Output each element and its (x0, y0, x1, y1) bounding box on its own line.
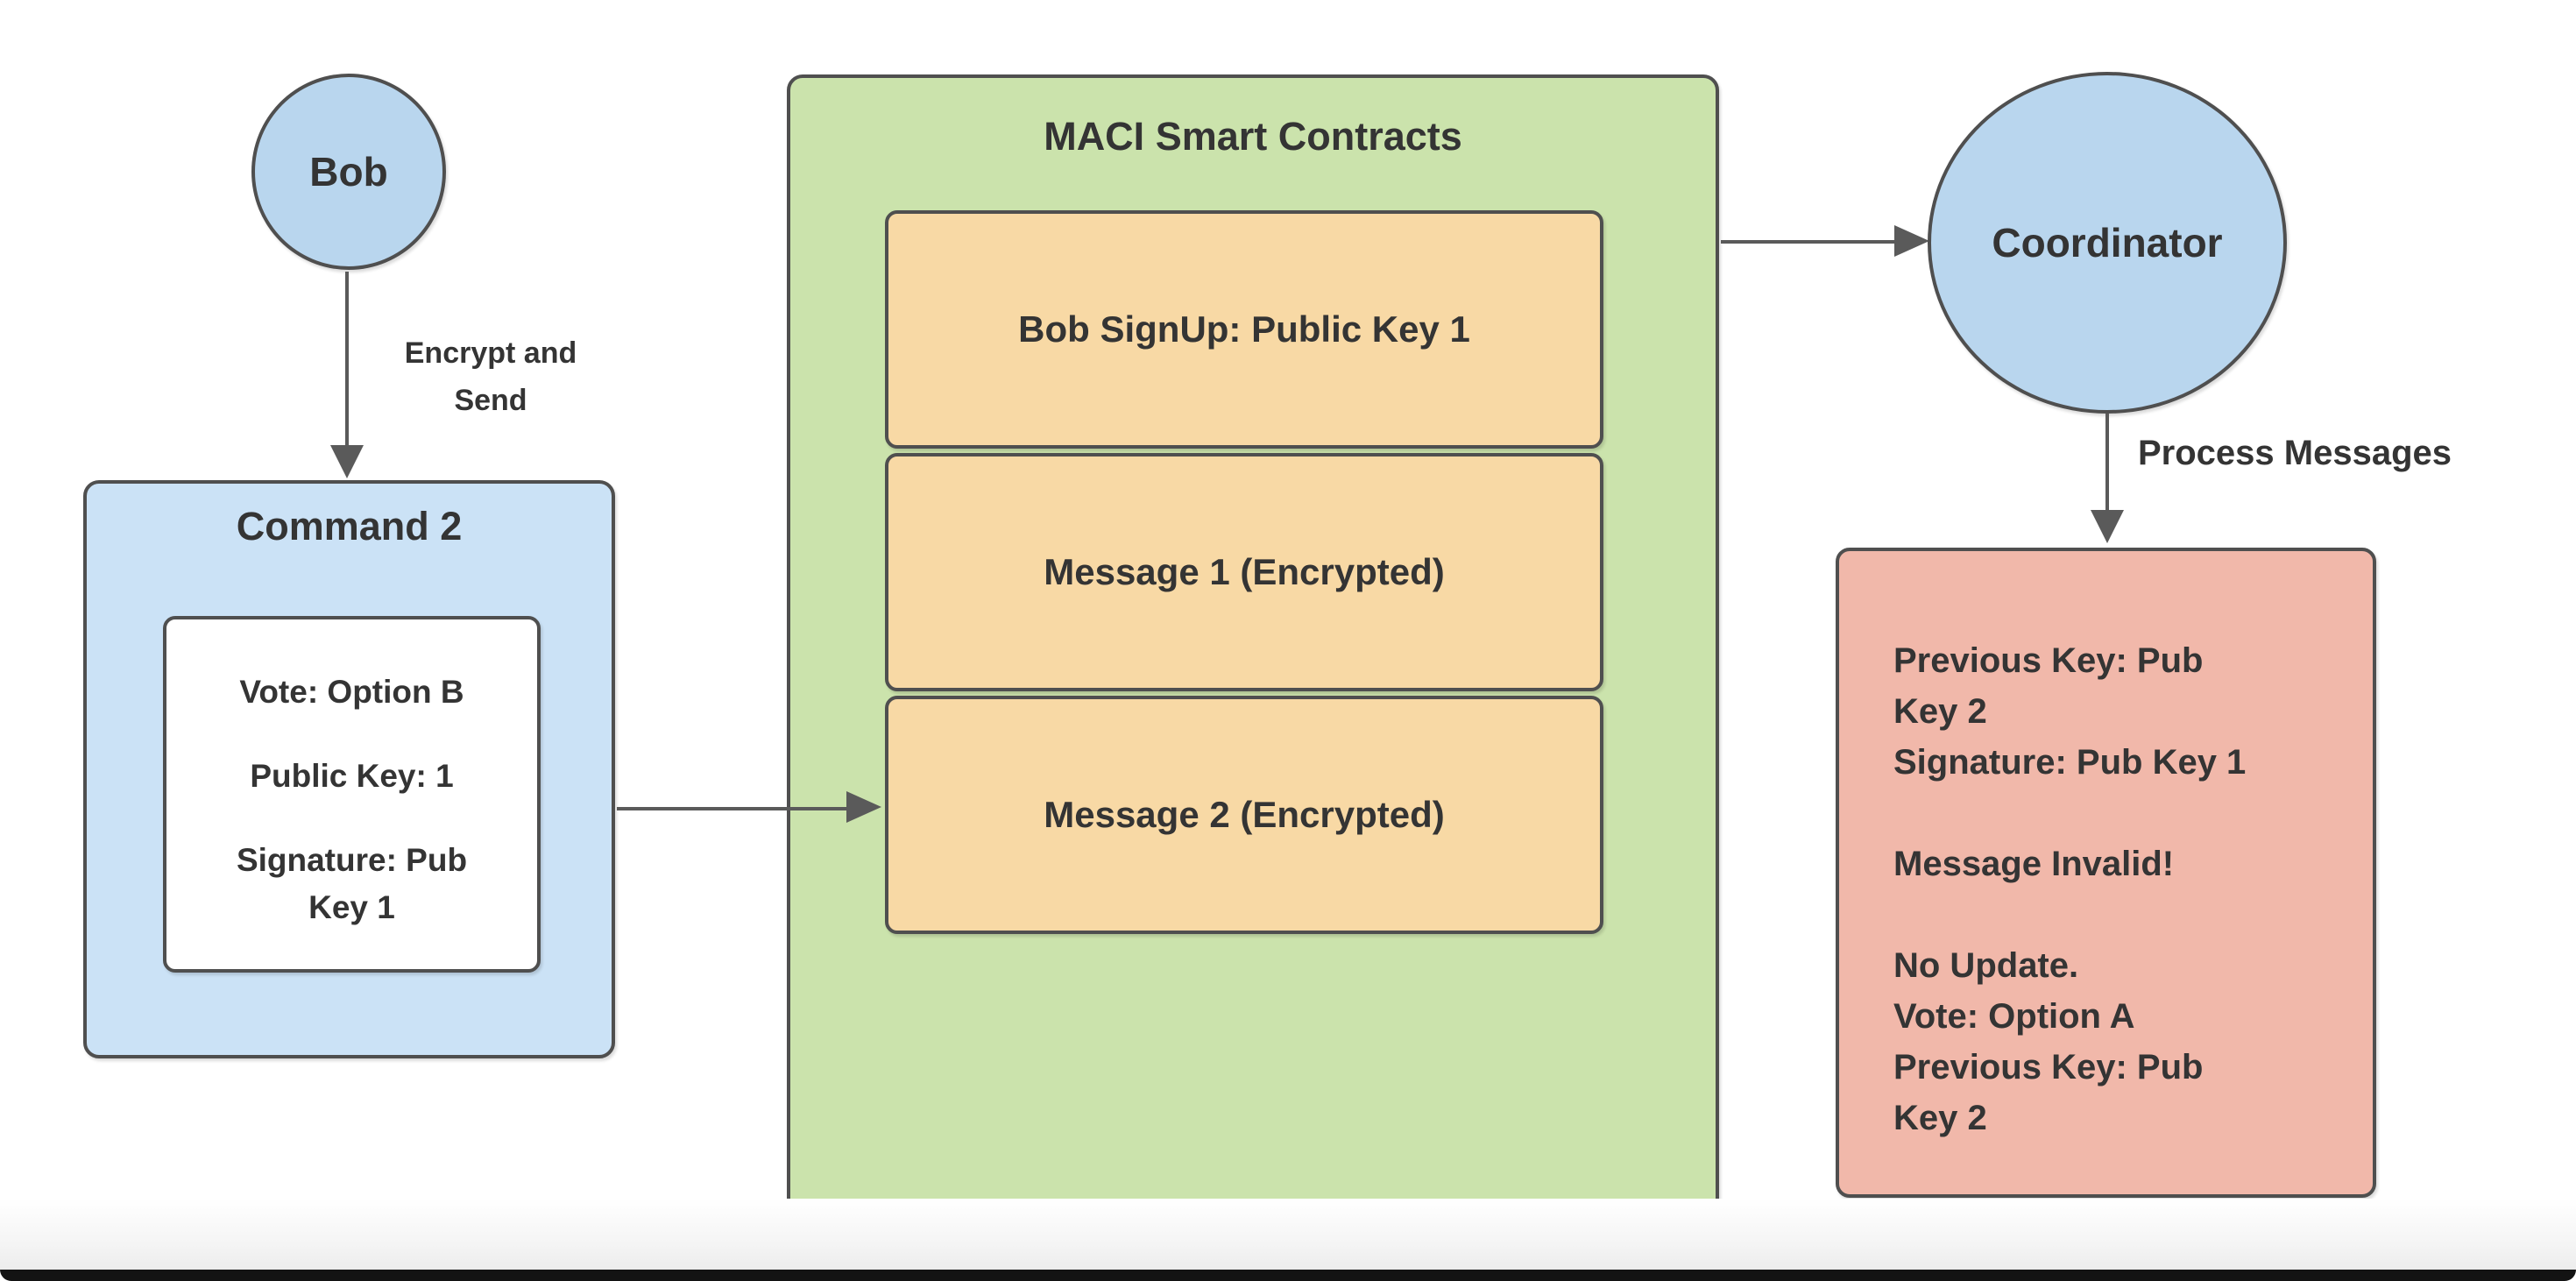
arrow-down-head-icon (2091, 510, 2124, 543)
command-line-vote: Vote: Option B (239, 674, 464, 710)
result-box: Previous Key: Pub Key 2 Signature: Pub K… (1836, 548, 2376, 1198)
arrow-encrypt-send (345, 272, 349, 447)
result-line: Previous Key: Pub (1893, 641, 2204, 680)
arrow-right-head-icon (1894, 225, 1929, 257)
result-line: Key 2 (1893, 1099, 1987, 1137)
arrow-contracts-to-coordinator (1721, 240, 1894, 244)
arrow-right-head-icon (846, 791, 881, 823)
result-line: Key 2 (1893, 692, 1987, 731)
command-title: Command 2 (236, 504, 463, 548)
bob-node: Bob (251, 74, 446, 270)
result-line: Signature: Pub Key 1 (1893, 743, 2247, 782)
window-bottom-bar (0, 1270, 2576, 1281)
result-line: Previous Key: Pub (1893, 1048, 2204, 1086)
coordinator-label: Coordinator (1992, 220, 2223, 265)
result-line-blank (1893, 889, 2346, 940)
edge-label-encrypt-send: Encrypt and Send (404, 336, 577, 417)
contract-item-message-1: Message 1 (Encrypted) (885, 453, 1603, 691)
result-line: No Update. (1893, 946, 2079, 985)
bob-label: Bob (309, 149, 388, 195)
arrow-process-messages (2105, 414, 2109, 510)
arrow-command-to-message2 (617, 807, 846, 810)
result-line: Vote: Option A (1893, 997, 2135, 1036)
command-line-signature-2: Key 1 (308, 889, 395, 925)
result-line-blank (1893, 788, 2346, 839)
contract-item-label: Message 1 (Encrypted) (1044, 551, 1445, 592)
coordinator-node: Coordinator (1928, 72, 2287, 414)
maci-contracts-title: MACI Smart Contracts (1044, 114, 1462, 159)
contract-item-label: Message 2 (Encrypted) (1044, 794, 1445, 835)
command-line-signature: Signature: Pub (236, 842, 468, 878)
edge-label-process-messages: Process Messages (2138, 434, 2452, 472)
command-detail-box: Vote: Option B Public Key: 1 Signature: … (163, 616, 541, 973)
result-line: Message Invalid! (1893, 845, 2175, 883)
arrow-down-head-icon (330, 445, 364, 478)
contract-item-label: Bob SignUp: Public Key 1 (1018, 308, 1470, 350)
command-line-public-key: Public Key: 1 (250, 758, 454, 794)
contract-item-message-2: Message 2 (Encrypted) (885, 696, 1603, 934)
footer-band (0, 1199, 2576, 1270)
contract-item-bob-signup: Bob SignUp: Public Key 1 (885, 210, 1603, 449)
